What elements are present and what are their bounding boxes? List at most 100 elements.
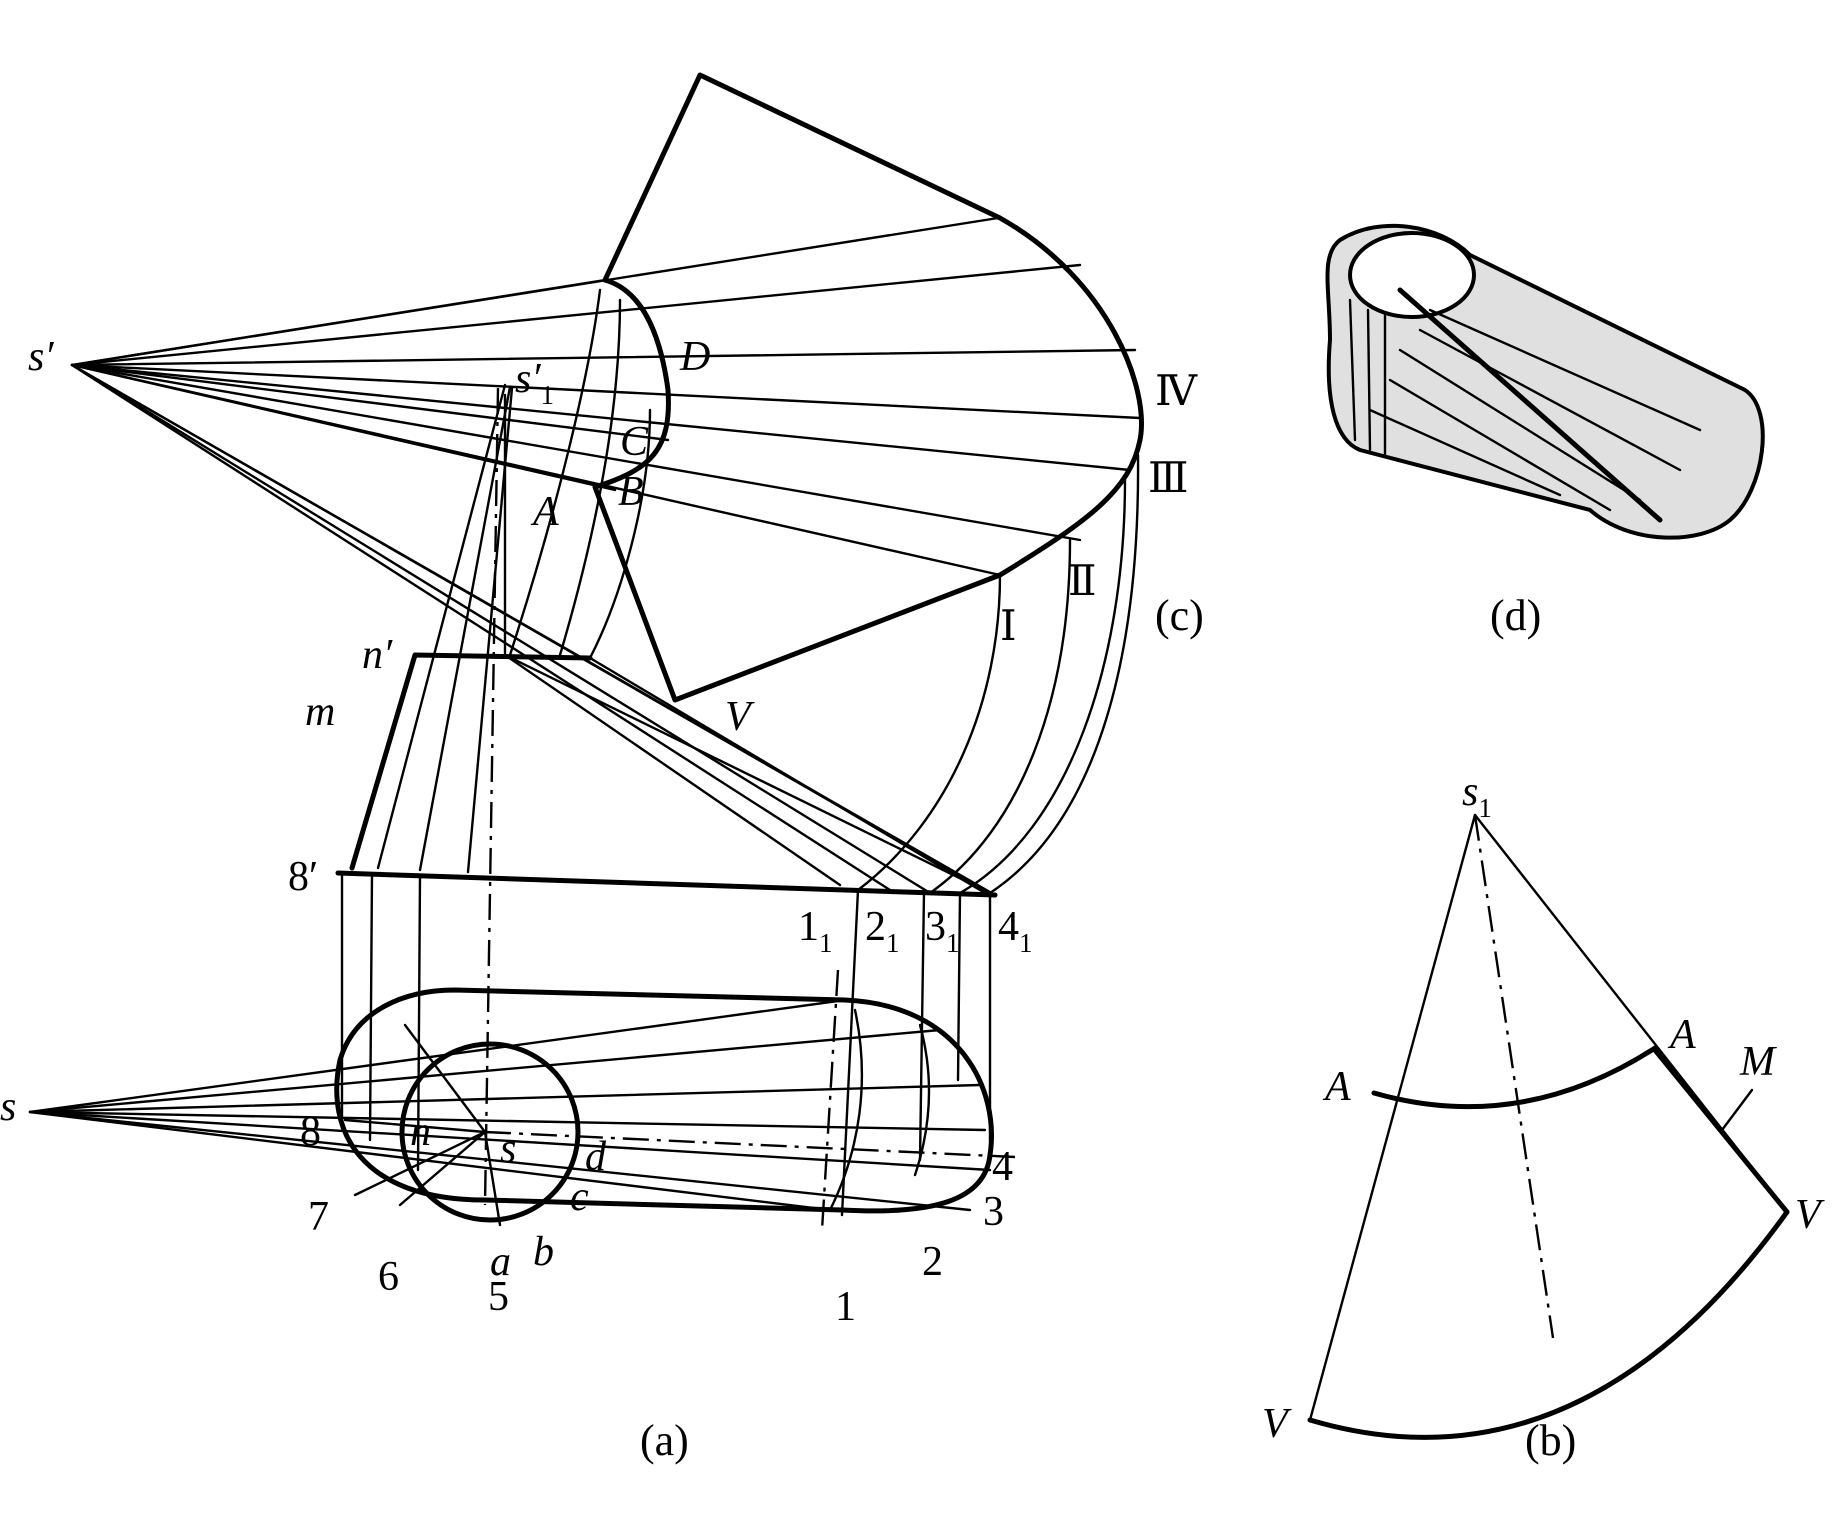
label-21: 21: [865, 904, 900, 958]
front-generator-1: [376, 383, 507, 870]
fan-arc-IV: [988, 453, 1140, 895]
label-I: Ⅰ: [1000, 604, 1017, 650]
label-M: M: [1739, 1039, 1777, 1085]
label-s-prime: s′: [28, 334, 54, 380]
fan-arc-III: [958, 478, 1127, 895]
front-view-lines: [70, 363, 998, 1217]
label-b: b: [533, 1229, 554, 1275]
fan-arc-II: [928, 538, 1072, 895]
top-outline: [334, 987, 994, 1214]
label-A-left: A: [1322, 1064, 1351, 1110]
s-ray-4: [28, 1110, 987, 1132]
top-arc-1: [828, 1008, 864, 1212]
fan-inner-arc-2: [558, 298, 622, 657]
hatch-4: [1388, 378, 1612, 512]
fan-ray-2: [70, 263, 1082, 367]
sector-M-leader: [1720, 1088, 1754, 1132]
sector-right-bold: [1652, 1047, 1790, 1215]
fan-ray-4: [70, 363, 1142, 420]
fan-ray-5: [70, 363, 1132, 472]
label-V-left: V: [1262, 1401, 1292, 1447]
label-2: 2: [922, 1239, 943, 1285]
view-d: (d): [1325, 223, 1765, 640]
label-n: n: [410, 1109, 431, 1155]
fan-arc-I: [856, 573, 1002, 892]
label-V-right: V: [1795, 1192, 1825, 1238]
label-d: d: [585, 1134, 607, 1180]
label-s1: s1: [1462, 769, 1492, 823]
view-b: s1 A A M V V (b): [1262, 769, 1825, 1465]
view-a-labels: s′ s′1 n′ m 8′ 11 21 31 41 s s n 8 7 6 5…: [0, 334, 1033, 1330]
label-7: 7: [308, 1194, 329, 1240]
hatch-v1: [1348, 298, 1357, 442]
label-s-far: s: [0, 1084, 16, 1130]
hatch-5: [1368, 408, 1562, 497]
front-outline: [349, 652, 593, 871]
label-5: 5: [488, 1274, 509, 1320]
apex-ray-3: [70, 363, 892, 892]
label-III: Ⅲ: [1148, 456, 1189, 502]
hatch-1: [1428, 308, 1702, 432]
s-ray-2: [28, 1028, 942, 1114]
label-6: 6: [378, 1254, 399, 1300]
sector-arc-V: [1307, 1209, 1790, 1440]
top-arc-2: [913, 1023, 931, 1177]
proj-line-1: [840, 888, 860, 1217]
label-41: 41: [998, 904, 1033, 958]
view-a: s′ s′1 n′ m 8′ 11 21 31 41 s s n 8 7 6 5…: [0, 334, 1033, 1465]
center-ray-1: [398, 1130, 487, 1207]
fan-ray-8: [70, 278, 607, 367]
label-31: 31: [925, 904, 960, 958]
front-generator-2: [418, 385, 512, 872]
caption-a: (a): [640, 1416, 689, 1465]
label-A: A: [530, 489, 559, 535]
sector-arc-A: [1371, 1045, 1658, 1110]
label-8: 8: [300, 1109, 321, 1155]
label-3: 3: [983, 1189, 1004, 1235]
label-s-center: s: [500, 1126, 516, 1172]
fan-ray-9: [70, 363, 617, 492]
label-m: m: [305, 689, 335, 735]
s-ray-7: [28, 1110, 832, 1212]
caption-d: (d): [1490, 591, 1541, 640]
proj-line-2: [918, 890, 926, 1162]
fan-ray-6: [70, 363, 1082, 542]
fan-ray-10: [70, 363, 670, 442]
solid-edge: [1397, 287, 1663, 523]
label-11: 11: [798, 904, 833, 958]
top-view-lines: [28, 969, 1016, 1231]
label-4: 4: [992, 1144, 1013, 1190]
apex-ray-4: [70, 363, 992, 895]
label-A-right: A: [1667, 1012, 1696, 1058]
fan-inner-arc-1: [508, 288, 602, 657]
label-II: Ⅱ: [1068, 559, 1097, 605]
s-ray-6: [28, 1110, 972, 1212]
fan-ray-3: [70, 348, 1137, 367]
label-n-prime: n′: [362, 632, 393, 678]
hatch-2: [1418, 328, 1682, 472]
view-c: A B C D Ⅰ Ⅱ Ⅲ Ⅳ V (c): [70, 72, 1204, 895]
center-ray-2: [353, 1130, 487, 1197]
top-horizontal-axis: [484, 1130, 1016, 1159]
s-ray-5: [28, 1110, 992, 1172]
label-C: C: [620, 419, 649, 465]
s-ray-1: [28, 998, 847, 1114]
center-ray-4: [403, 1023, 487, 1134]
label-B: B: [618, 469, 644, 515]
center-ray-5: [483, 1130, 502, 1227]
label-c: c: [570, 1174, 589, 1220]
front-axis: [483, 387, 500, 1206]
label-1: 1: [835, 1284, 856, 1330]
proj-line-8c: [416, 874, 422, 1172]
center-ray-3: [343, 1118, 487, 1134]
s-ray-3: [28, 1083, 982, 1114]
front-to-11: [503, 653, 842, 887]
label-V: V: [725, 694, 755, 740]
sector-left-edge: [1308, 813, 1477, 1422]
solid-top-ellipse: [1348, 231, 1476, 319]
label-s1-prime: s′1: [515, 356, 554, 410]
proj-line-8b: [368, 872, 374, 1142]
caption-c: (c): [1155, 591, 1204, 640]
label-a: a: [490, 1239, 511, 1285]
